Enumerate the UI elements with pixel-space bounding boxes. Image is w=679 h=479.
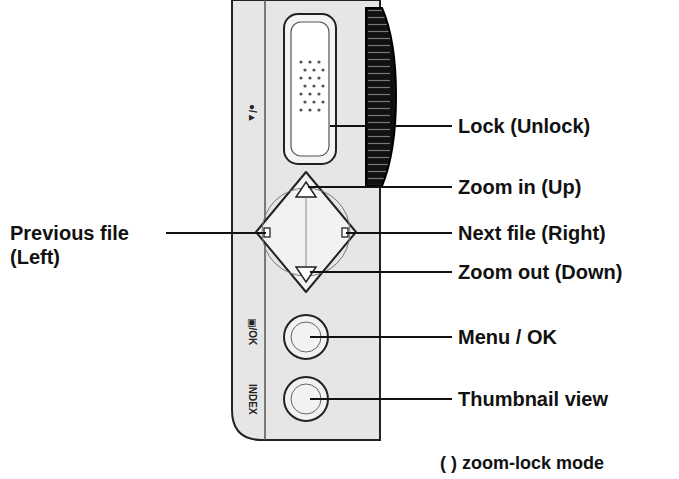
- grip-dot: [317, 92, 320, 95]
- note-label: ( ) zoom-lock mode: [440, 451, 604, 475]
- grip-dot: [299, 108, 302, 111]
- grip-dot: [312, 68, 315, 71]
- grip-dot: [317, 60, 320, 63]
- camera-housing: [232, 0, 380, 440]
- grip-dot: [312, 100, 315, 103]
- direction-pad: [256, 172, 356, 292]
- slider-grip: [299, 60, 324, 111]
- printed-symbol: ●/▲: [246, 104, 258, 123]
- lock-slider: [284, 14, 336, 164]
- grip-dot: [308, 92, 311, 95]
- pad-ring: [262, 188, 350, 276]
- grip-dot: [312, 84, 315, 87]
- grip-dot: [308, 108, 311, 111]
- grip-dot: [303, 84, 306, 87]
- pad-seam: [306, 198, 307, 266]
- printed-symbol: ▣/OK: [246, 318, 258, 345]
- grip-dot: [303, 68, 306, 71]
- printed-symbol: INDEX: [246, 384, 258, 415]
- grip-dot: [299, 92, 302, 95]
- grip-dot: [317, 108, 320, 111]
- slider-knob: [291, 22, 329, 156]
- grip-dot: [321, 84, 324, 87]
- up-button: [296, 182, 316, 197]
- grip-dot: [303, 100, 306, 103]
- part-label: Previous file (Left): [10, 221, 160, 269]
- part-label: Thumbnail view: [458, 387, 608, 411]
- grip-dot: [308, 60, 311, 63]
- leader-lines: [166, 126, 452, 399]
- part-label: Zoom in (Up): [458, 175, 581, 199]
- grip-dot: [317, 76, 320, 79]
- grip-dot: [308, 76, 311, 79]
- part-label: Menu / OK: [458, 325, 557, 349]
- grip-dot: [299, 76, 302, 79]
- part-label: Zoom out (Down): [458, 260, 622, 284]
- grip-dot: [321, 100, 324, 103]
- part-label: Lock (Unlock): [458, 114, 590, 138]
- grip-dot: [321, 68, 324, 71]
- part-label: Next file (Right): [458, 221, 606, 245]
- grip-dot: [299, 60, 302, 63]
- zoom-dial: [366, 8, 396, 186]
- down-button: [296, 267, 316, 282]
